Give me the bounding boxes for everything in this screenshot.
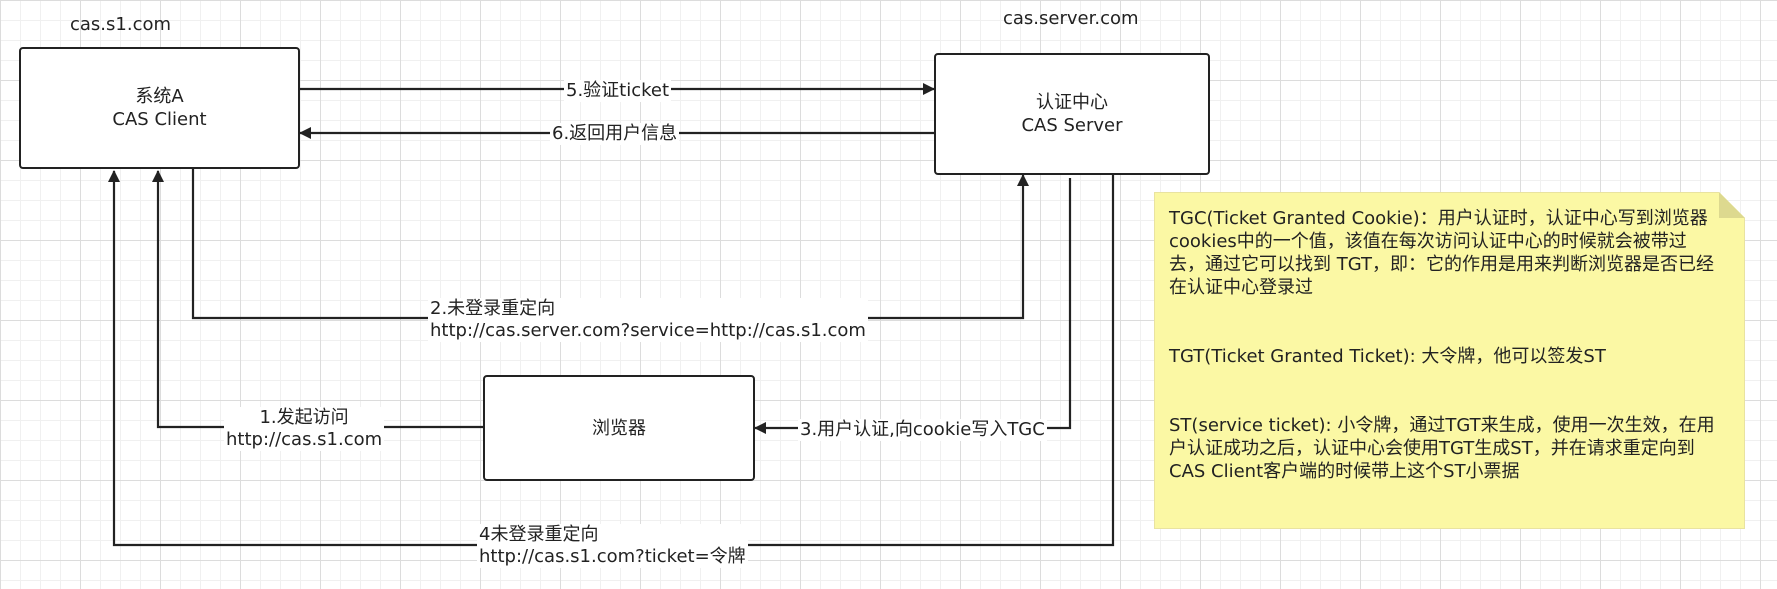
edge-2-label-line1: 2.未登录重定向 [430,298,556,319]
auth-center-node[interactable]: 认证中心 CAS Server [934,53,1210,175]
edge-1-label: 1.发起访问 http://cas.s1.com [224,407,385,451]
edge-2-label-line2: http://cas.server.com?service=http://cas… [430,320,866,341]
glossary-note: TGC(Ticket Granted Cookie)：用户认证时，认证中心写到浏… [1154,192,1745,529]
system-a-title: 系统A [135,86,184,107]
server-domain-label: cas.server.com [1003,8,1139,29]
auth-center-subtitle: CAS Server [1021,115,1123,136]
browser-label: 浏览器 [592,417,646,439]
note-st-text: ST(service ticket): 小令牌，通过TGT来生成，使用一次生效，… [1169,415,1715,482]
edge-4-label-line2: http://cas.s1.com?ticket=令牌 [479,546,746,567]
system-a-subtitle: CAS Client [112,109,207,130]
system-a-node[interactable]: 系统A CAS Client [19,47,300,169]
edge-6-label: 6.返回用户信息 [550,123,680,145]
edge-5-label: 5.验证ticket [564,80,672,102]
edge-4-label-line1: 4未登录重定向 [479,524,599,545]
edge-1-label-line1: 1.发起访问 [259,407,349,428]
note-tgt-text: TGT(Ticket Granted Ticket): 大令牌，他可以签发ST [1169,346,1606,367]
edge-2-label: 2.未登录重定向 http://cas.server.com?service=h… [428,298,868,342]
edge-4-line [108,170,1115,547]
auth-center-title: 认证中心 [1036,92,1108,113]
note-tgc-text: TGC(Ticket Granted Cookie)：用户认证时，认证中心写到浏… [1169,208,1715,298]
edge-3-label: 3.用户认证,向cookie写入TGC [798,419,1047,441]
browser-node[interactable]: 浏览器 [483,375,755,481]
edge-4-label: 4未登录重定向 http://cas.s1.com?ticket=令牌 [477,524,748,568]
edge-2-line [191,169,1029,320]
edge-1-label-line2: http://cas.s1.com [226,429,383,450]
client-domain-label: cas.s1.com [70,14,172,35]
